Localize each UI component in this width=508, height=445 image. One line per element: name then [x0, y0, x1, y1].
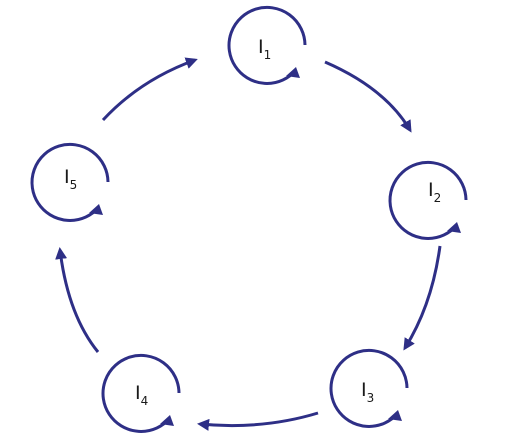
- self-loop-arrow: [329, 348, 409, 428]
- self-loop-arrow: [101, 353, 181, 433]
- self-loop-arrowhead: [447, 222, 461, 233]
- node-letter: I: [361, 379, 367, 401]
- node-subscript: 1: [264, 48, 272, 62]
- self-loop-arrow: [227, 5, 307, 85]
- node-letter: I: [258, 36, 264, 58]
- node-letter: I: [64, 166, 70, 188]
- edge-2-to-3-arrow: [403, 245, 442, 351]
- node-label: I3: [361, 379, 374, 405]
- node-subscript: 5: [70, 178, 78, 192]
- node-subscript: 4: [141, 394, 149, 408]
- node-label: I2: [428, 179, 441, 205]
- edge-4-to-5-arrow: [55, 247, 100, 353]
- edge-5-to-1-arrow: [101, 57, 198, 122]
- self-loop-arrowhead: [160, 415, 174, 426]
- self-loop-arrow: [388, 160, 468, 240]
- node-label: I1: [258, 36, 271, 62]
- self-loop-arrowhead: [286, 67, 300, 78]
- node-label: I5: [64, 166, 77, 192]
- self-loop-arrowhead: [89, 204, 103, 215]
- node-i2: I2: [388, 160, 468, 240]
- node-subscript: 2: [434, 191, 442, 205]
- node-i5: I5: [30, 142, 110, 222]
- self-loop-arrowhead: [388, 410, 402, 421]
- self-loop-arrow: [30, 142, 110, 222]
- node-i1: I1: [227, 5, 307, 85]
- node-subscript: 3: [367, 391, 375, 405]
- node-letter: I: [135, 382, 141, 404]
- node-letter: I: [428, 179, 434, 201]
- edge-1-to-2-arrow: [324, 60, 412, 133]
- node-i4: I4: [101, 353, 181, 433]
- edge-3-to-4-arrow: [197, 411, 319, 431]
- node-label: I4: [135, 382, 148, 408]
- node-i3: I3: [329, 348, 409, 428]
